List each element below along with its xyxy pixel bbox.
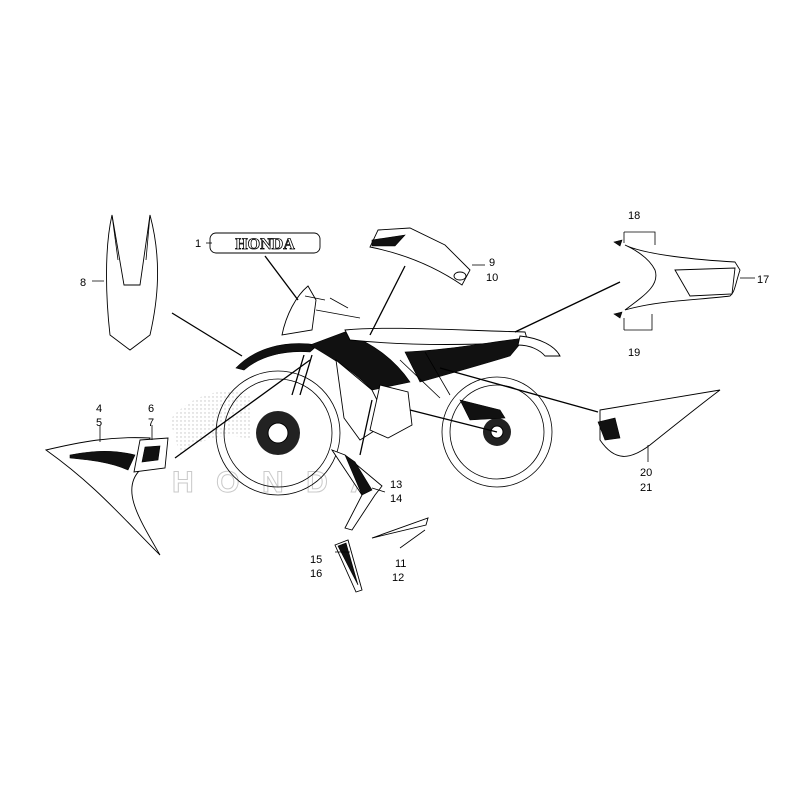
motorcycle [215,285,561,496]
swingarm [409,409,498,433]
label-19: 19 [628,347,640,359]
label-21: 21 [640,482,652,494]
label-12: 12 [392,572,404,584]
part-emblem-decal [133,437,169,473]
label-1: 1 [195,238,201,250]
watermark-text: HONDA [172,466,372,499]
label-20: 20 [640,467,652,479]
label-5: 5 [96,417,102,429]
part-front-fender-decal [106,214,158,351]
part-number-labels: 1 4 5 6 7 8 9 10 11 12 13 14 15 16 17 18… [80,210,769,584]
swingarm-decal [459,399,506,421]
frame [399,351,451,399]
label-8: 8 [80,277,86,289]
front-wheel [215,370,341,496]
label-7: 7 [148,417,154,429]
label-9: 9 [489,257,495,269]
windscreen [281,285,317,336]
part-honda-logo: HONDA [209,232,321,254]
label-13: 13 [390,479,402,491]
label-18: 18 [628,210,640,222]
honda-logo-text: HONDA [235,236,295,253]
front-fork [291,354,313,396]
label-16: 16 [310,568,322,580]
part-shroud-decal [369,227,471,286]
handlebar [304,295,361,319]
part-strip-11 [371,517,429,539]
label-14: 14 [390,493,402,505]
label-10: 10 [486,272,498,284]
part-rear-side-decal [597,389,721,457]
part-stripe-13 [330,449,383,531]
leader-lines [92,231,755,553]
front-fender [235,343,319,371]
label-4: 4 [96,403,102,415]
label-11: 11 [395,558,406,570]
label-15: 15 [310,554,322,566]
engine [369,384,413,439]
rear-fender [517,335,561,357]
label-6: 6 [148,403,154,415]
part-rear-fender-decal [613,239,741,319]
part-side-cover-decal [44,437,161,556]
label-17: 17 [757,274,769,286]
part-stripe-15 [334,539,363,593]
